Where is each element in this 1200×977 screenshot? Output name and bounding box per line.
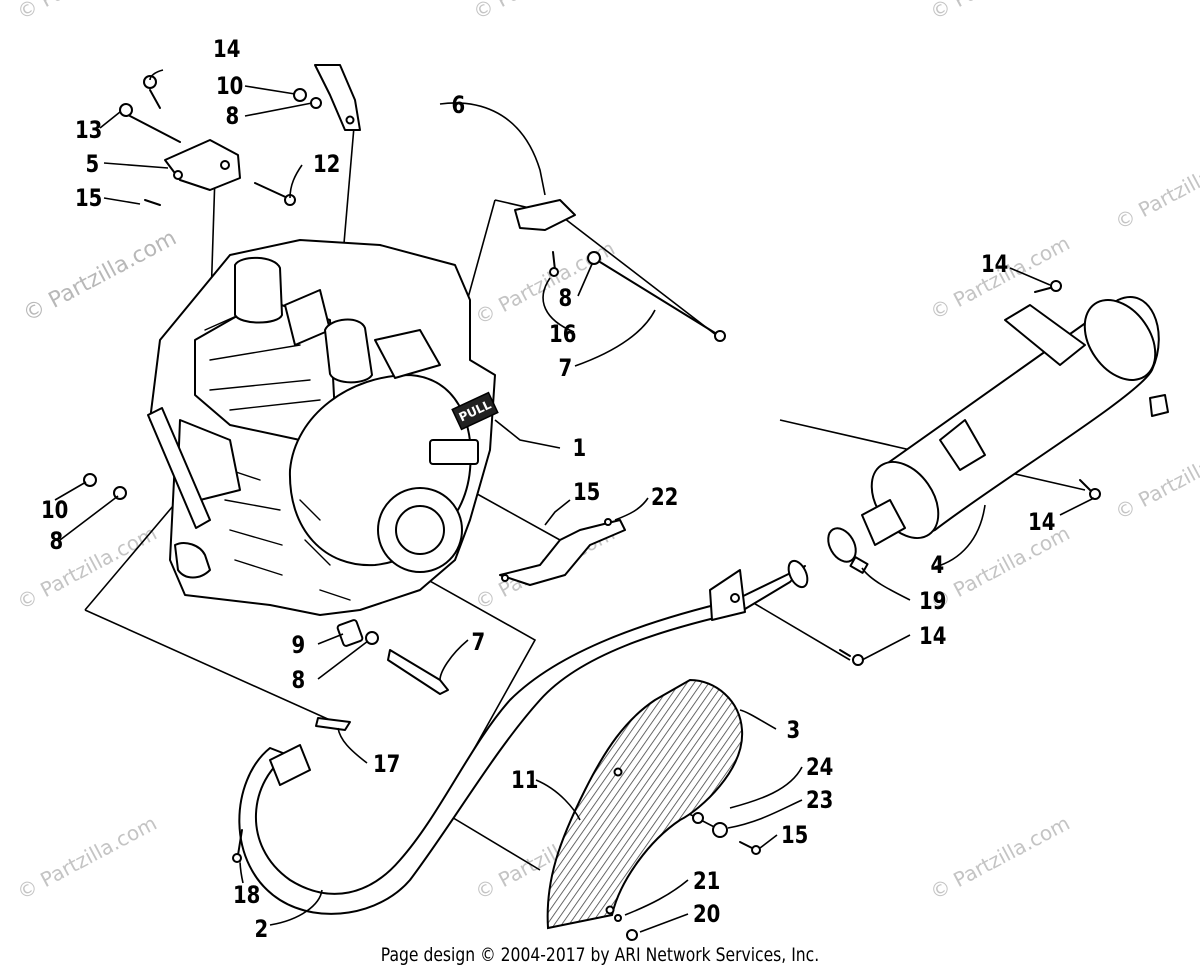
- callout-label: 1: [573, 435, 587, 462]
- watermark: © Partzilla.com: [1111, 141, 1200, 235]
- watermark: © Partzilla.com: [469, 0, 617, 24]
- heat-shield: [546, 678, 744, 930]
- callout-label: 15: [573, 479, 600, 506]
- copyright-footer: Page design © 2004-2017 by ARI Network S…: [380, 944, 820, 966]
- callout-label: 15: [781, 822, 808, 849]
- watermark: © Partzilla.com: [926, 811, 1074, 905]
- exhaust-pipe: [238, 559, 809, 915]
- callout-label: 20: [693, 901, 720, 928]
- muffler: [861, 296, 1169, 546]
- callout-label: 8: [50, 528, 64, 555]
- engine-assembly: PULL: [147, 239, 499, 616]
- callout-label: 5: [86, 151, 100, 178]
- callout-label: 10: [216, 73, 243, 100]
- callout-label: 19: [919, 588, 946, 615]
- callout-label: 2: [255, 916, 269, 943]
- callout-label: 24: [806, 754, 833, 781]
- callout-label: 18: [233, 882, 260, 909]
- bracket-5: [164, 139, 241, 191]
- callout-label: 4: [931, 552, 945, 579]
- callout-label: 11: [511, 767, 538, 794]
- callout-label: 9: [292, 632, 306, 659]
- watermark: © Partzilla.com: [19, 226, 181, 328]
- callout-label: 17: [373, 751, 400, 778]
- callout-label: 8: [559, 285, 573, 312]
- bracket-6: [314, 64, 361, 131]
- callout-leaders: [54, 69, 1095, 933]
- callout-label: 13: [75, 117, 102, 144]
- callout-label: 6: [452, 92, 466, 119]
- callout-label: 14: [1028, 509, 1055, 536]
- watermark: © Partzilla.com: [926, 0, 1074, 24]
- hardware: [83, 75, 1101, 941]
- bracket-right: [514, 199, 576, 231]
- bracket-22: [499, 518, 626, 586]
- watermark: © Partzilla.com: [13, 521, 161, 615]
- callout-label: 23: [806, 787, 833, 814]
- callout-label: 7: [472, 629, 486, 656]
- watermark: © Partzilla.com: [1111, 431, 1200, 525]
- callout-label: 14: [919, 623, 946, 650]
- callout-label: 16: [549, 321, 576, 348]
- callout-label: 14: [213, 36, 240, 63]
- callout-labels: 14 10 8 13 5 15 12 6 8 16 7 1 14 10 8 15…: [41, 36, 1055, 943]
- callout-label: 3: [787, 717, 801, 744]
- watermark: © Partzilla.com: [13, 0, 161, 24]
- callout-label: 12: [313, 151, 340, 178]
- callout-label: 10: [41, 497, 68, 524]
- callout-label: 7: [559, 355, 573, 382]
- callout-label: 21: [693, 868, 720, 895]
- watermark: © Partzilla.com: [471, 236, 619, 330]
- callout-label: 22: [651, 484, 678, 511]
- watermark: © Partzilla.com: [13, 811, 161, 905]
- callout-label: 8: [226, 103, 240, 130]
- muffler-clamp: [827, 527, 869, 574]
- callout-label: 8: [292, 667, 306, 694]
- callout-label: 15: [75, 185, 102, 212]
- callout-label: 14: [981, 251, 1008, 278]
